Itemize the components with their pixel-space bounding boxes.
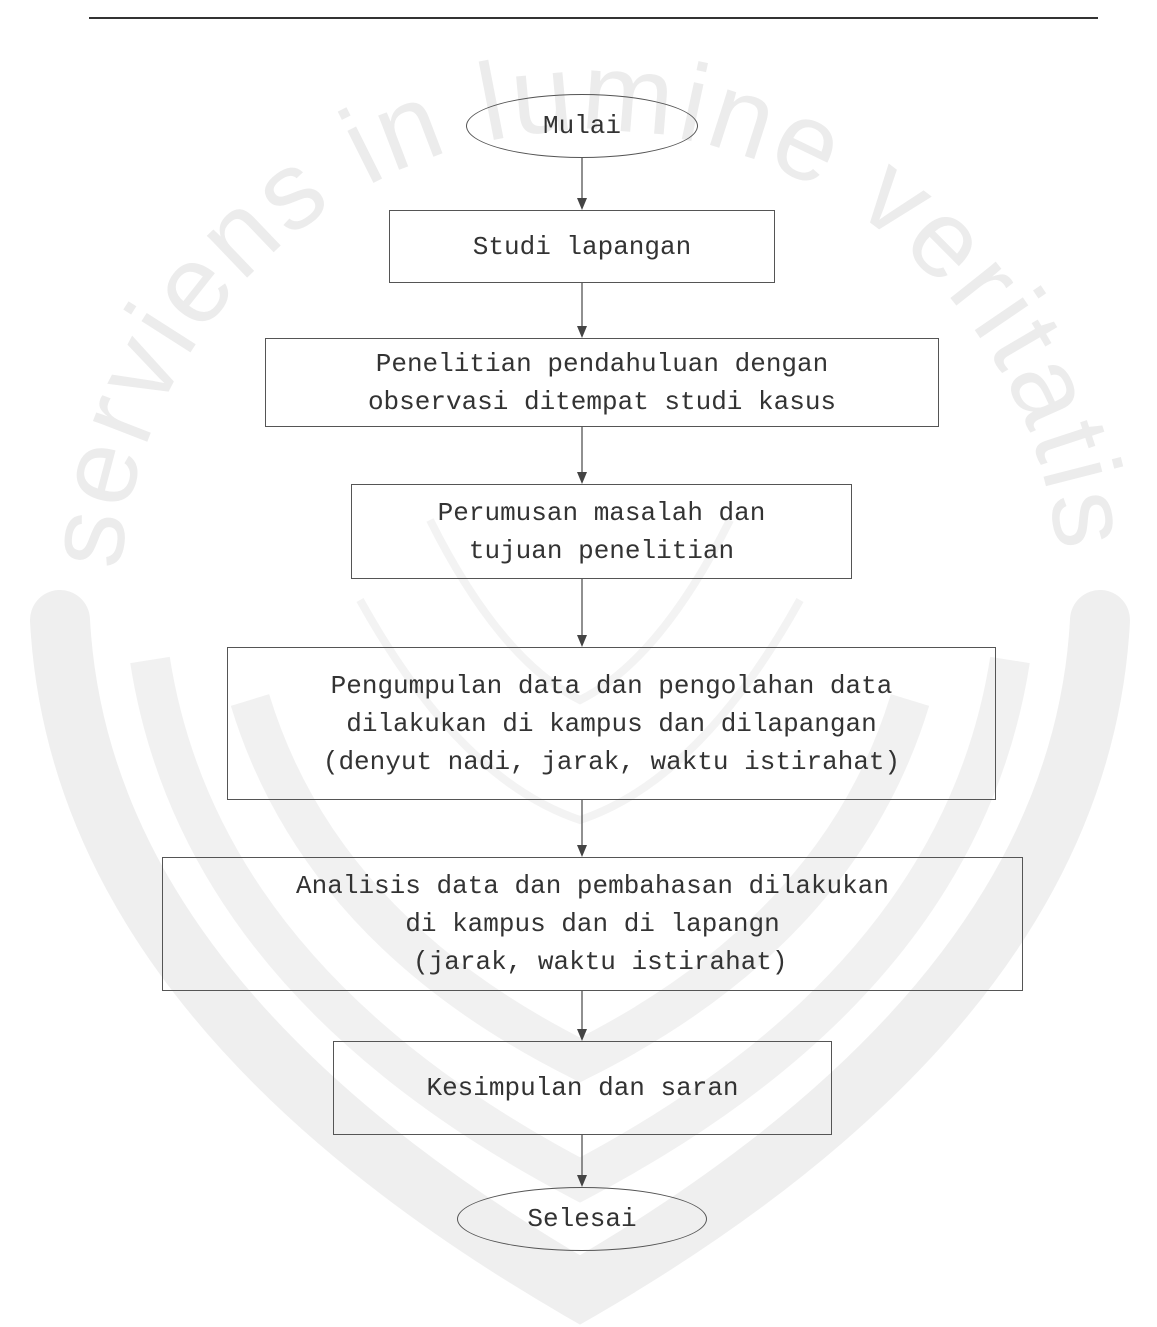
arrowhead-icon <box>577 1029 587 1041</box>
process-step-6: Kesimpulan dan saran <box>333 1041 832 1135</box>
node-label: Penelitian pendahuluan dengan observasi … <box>367 348 837 417</box>
arrowhead-icon <box>577 1175 587 1187</box>
node-label: Pengumpulan data dan pengolahan data dil… <box>322 670 901 777</box>
process-step-3: Perumusan masalah dan tujuan penelitian <box>351 484 852 579</box>
node-label: Analisis data dan pembahasan dilakukan d… <box>296 871 889 977</box>
terminator-end: Selesai <box>457 1187 707 1251</box>
node-label: Studi lapangan <box>472 231 692 262</box>
arrowhead-icon <box>577 326 587 338</box>
process-step-5: Analisis data dan pembahasan dilakukan d… <box>162 857 1023 991</box>
arrowhead-icon <box>577 635 587 647</box>
arrowhead-icon <box>577 472 587 484</box>
terminator-start: Mulai <box>466 94 698 158</box>
header-rule <box>89 17 1098 19</box>
node-label: Kesimpulan dan saran <box>426 1073 739 1103</box>
node-label: Mulai <box>542 111 621 141</box>
arrowhead-icon <box>577 198 587 210</box>
process-step-4: Pengumpulan data dan pengolahan data dil… <box>227 647 996 800</box>
process-step-1: Studi lapangan <box>389 210 775 283</box>
node-label: Selesai <box>527 1204 637 1234</box>
process-step-2: Penelitian pendahuluan dengan observasi … <box>265 338 939 427</box>
arrowhead-icon <box>577 845 587 857</box>
node-label: Perumusan masalah dan tujuan penelitian <box>437 497 766 566</box>
